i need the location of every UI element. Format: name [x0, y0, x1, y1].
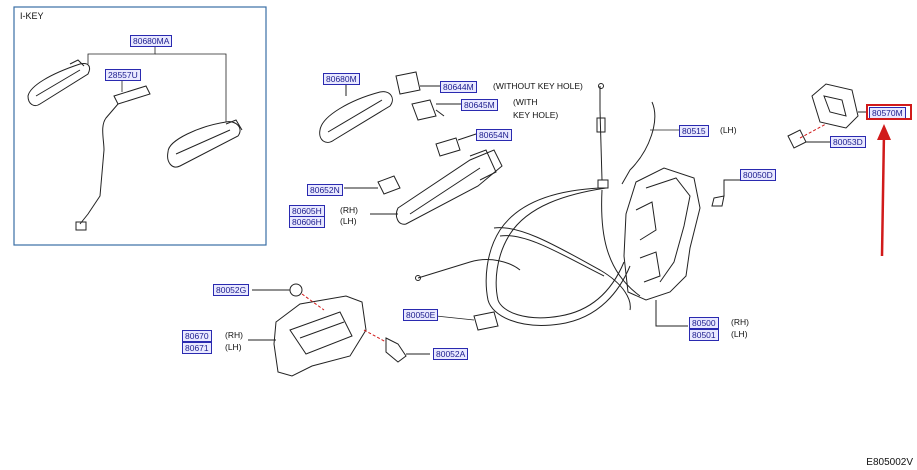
- ikey-antenna: [75, 85, 151, 231]
- outside-handle: [319, 77, 393, 143]
- part-label-28557u[interactable]: 28557U: [105, 69, 141, 81]
- handle-caps: [395, 71, 468, 121]
- part-label-80680m[interactable]: 80680M: [323, 73, 360, 85]
- inside-handle: [248, 295, 367, 377]
- note-rh-80605h: (RH): [340, 205, 358, 215]
- label-leaders: [435, 129, 680, 321]
- handle-frame: [370, 149, 503, 225]
- part-label-80606h[interactable]: 80606H: [289, 216, 325, 228]
- note-without-key-hole: (WITHOUT KEY HOLE): [493, 81, 583, 91]
- note-lh-80606h: (LH): [340, 216, 357, 226]
- part-label-80052g[interactable]: 80052G: [213, 284, 250, 296]
- striker: [811, 83, 868, 129]
- part-label-80652n[interactable]: 80652N: [307, 184, 343, 196]
- part-label-80644m[interactable]: 80644M: [440, 81, 477, 93]
- ikey-frame: [13, 6, 267, 246]
- note-rh-80670: (RH): [225, 330, 243, 340]
- diagram-id: E805002V: [866, 457, 913, 468]
- note-rh-80500: (RH): [731, 317, 749, 327]
- ikey-handle-right: [167, 119, 243, 168]
- part-label-80050d[interactable]: 80050D: [740, 169, 776, 181]
- grommet: [711, 179, 740, 207]
- note-lh-80501: (LH): [731, 329, 748, 339]
- part-label-80654n[interactable]: 80654N: [476, 129, 512, 141]
- frame-title: I-KEY: [20, 11, 44, 21]
- callout-arrow: [877, 124, 891, 257]
- part-label-80500[interactable]: 80500: [689, 317, 719, 329]
- cable-ends: [415, 83, 609, 331]
- gasket: [435, 133, 477, 157]
- part-label-80501[interactable]: 80501: [689, 329, 719, 341]
- part-highlight: [866, 104, 912, 120]
- clip: [252, 283, 325, 311]
- part-label-80052a[interactable]: 80052A: [433, 348, 469, 360]
- handle-bolt: [363, 329, 430, 363]
- part-label-80050e[interactable]: 80050E: [403, 309, 439, 321]
- small-bracket: [344, 175, 401, 195]
- part-label-80670[interactable]: 80670: [182, 330, 212, 342]
- striker-screw: [787, 123, 830, 149]
- door-lock-actuator: [623, 167, 701, 327]
- part-label-80053d[interactable]: 80053D: [830, 136, 866, 148]
- note-with: (WITH: [513, 97, 538, 107]
- part-label-80671[interactable]: 80671: [182, 342, 212, 354]
- part-label-80680ma[interactable]: 80680MA: [130, 35, 173, 47]
- note-lh-80515: (LH): [720, 125, 737, 135]
- note-lh-80671: (LH): [225, 342, 242, 352]
- part-label-80645m[interactable]: 80645M: [461, 99, 498, 111]
- part-label-80515[interactable]: 80515: [679, 125, 709, 137]
- note-key-hole: KEY HOLE): [513, 110, 559, 120]
- lock-cables: [417, 86, 656, 326]
- ikey-leaders: [87, 44, 227, 122]
- ikey-handle-left: [27, 59, 91, 107]
